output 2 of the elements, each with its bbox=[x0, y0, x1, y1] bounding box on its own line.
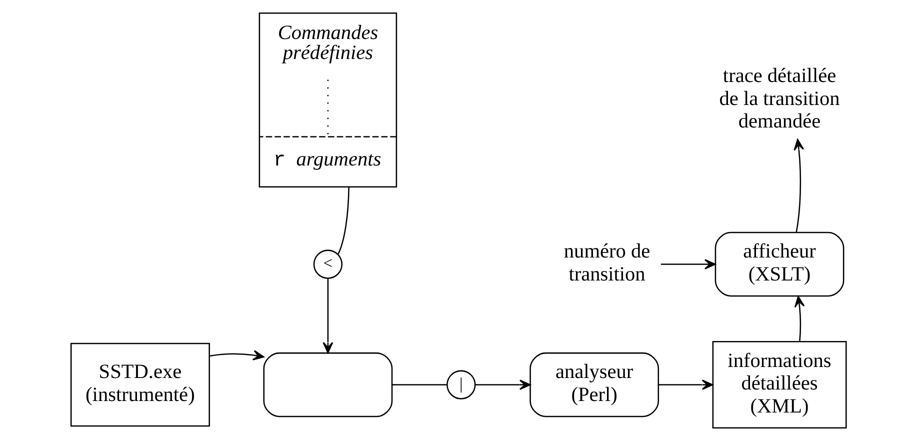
node-text: trace détaillée de la transition demandée bbox=[718, 64, 840, 133]
node-text: numéro de transition bbox=[563, 240, 650, 286]
